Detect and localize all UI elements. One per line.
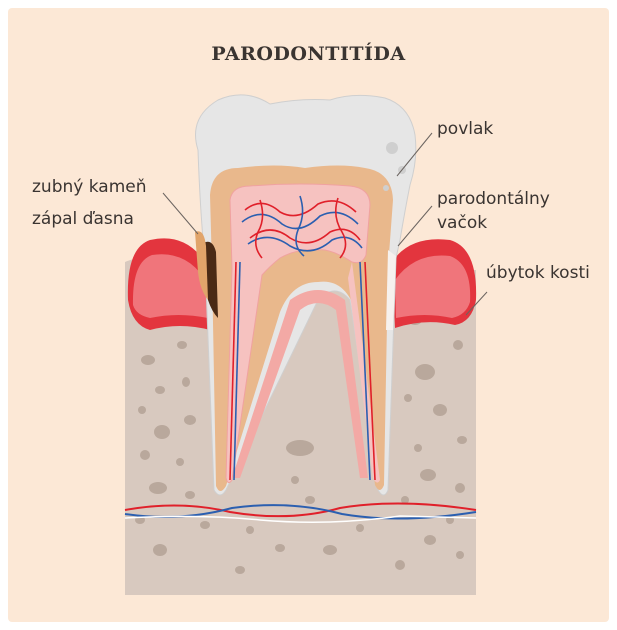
label-gum-inflammation: zápal ďasna (32, 208, 134, 230)
label-pocket-line1: parodontálny (437, 188, 550, 210)
label-bone-loss: úbytok kosti (486, 262, 590, 284)
label-plaque: povlak (437, 118, 493, 140)
label-tartar: zubný kameň (32, 176, 146, 198)
diagram-title: PARODONTITÍDA (0, 43, 617, 65)
label-pocket-line2: vačok (437, 212, 487, 234)
